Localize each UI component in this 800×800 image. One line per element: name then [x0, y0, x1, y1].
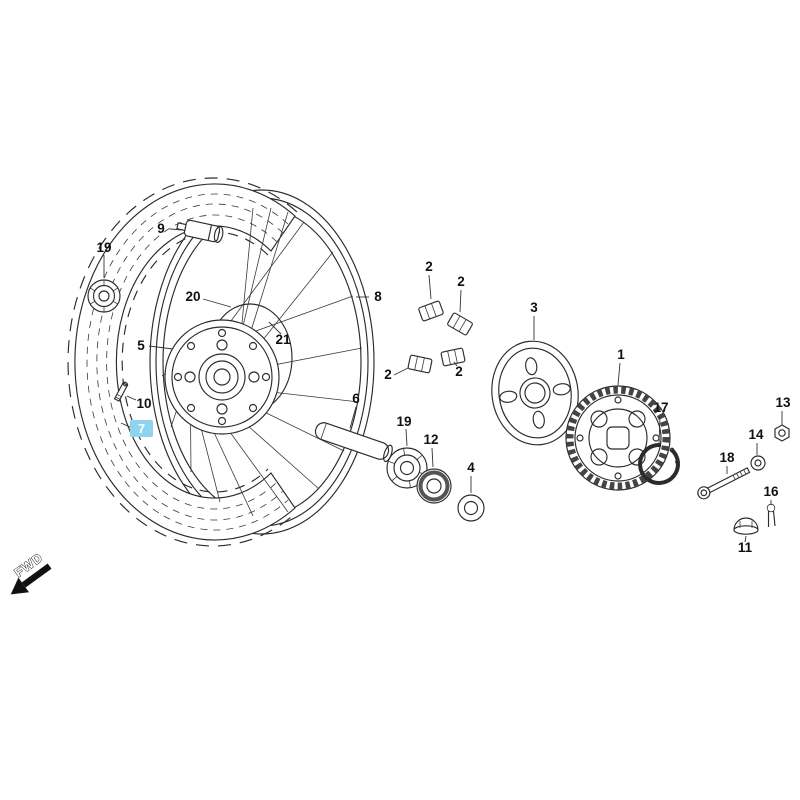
- fwd-direction-arrow: FWD: [10, 550, 52, 595]
- leader-lines: [103, 228, 783, 543]
- wheel-bearing-right-drawing: [386, 447, 428, 489]
- oil-seal-drawing: [416, 468, 452, 504]
- callout-2-b[interactable]: 2: [457, 274, 465, 289]
- balancer-weight-drawing: [407, 300, 473, 374]
- callout-14[interactable]: 14: [748, 427, 764, 442]
- callout-7-highlighted[interactable]: 7: [130, 420, 153, 437]
- nut-drawing: [774, 424, 790, 442]
- callout-21[interactable]: 21: [275, 332, 291, 347]
- tire-drawing: [67, 177, 298, 547]
- callout-19-right[interactable]: 19: [396, 414, 411, 429]
- callout-11[interactable]: 11: [738, 540, 753, 555]
- callout-4[interactable]: 4: [467, 460, 475, 475]
- callout-2-a[interactable]: 2: [425, 259, 433, 274]
- callout-9[interactable]: 9: [157, 221, 165, 236]
- callout-2-c[interactable]: 2: [384, 367, 392, 382]
- fwd-arrow-head-icon: [10, 577, 29, 595]
- callout-3[interactable]: 3: [530, 300, 538, 315]
- driven-sprocket-drawing: [565, 385, 671, 491]
- callout-2-d[interactable]: 2: [455, 364, 463, 379]
- callout-5[interactable]: 5: [137, 338, 145, 353]
- callout-13[interactable]: 13: [775, 395, 791, 410]
- washer-drawing: [750, 455, 766, 471]
- wheel-bearing-left-drawing: [87, 279, 121, 313]
- callout-7-highlight-chip[interactable]: [130, 420, 153, 437]
- callout-1[interactable]: 1: [617, 347, 625, 362]
- torque-link-bolt-drawing: [697, 467, 751, 500]
- callout-16[interactable]: 16: [763, 484, 779, 499]
- rim-lock-drawing: [176, 219, 224, 243]
- fwd-arrow-shaft: [21, 563, 52, 588]
- callout-19-left[interactable]: 19: [96, 240, 111, 255]
- sprocket-flange-drawing: [491, 340, 579, 446]
- callout-12[interactable]: 12: [423, 432, 438, 447]
- axle-cap-nut-drawing: [733, 517, 759, 535]
- side-collar-drawing: [457, 494, 485, 522]
- callout-8[interactable]: 8: [374, 289, 382, 304]
- callout-10[interactable]: 10: [136, 396, 151, 411]
- callout-6[interactable]: 6: [352, 391, 360, 406]
- screw-drawing: [113, 381, 129, 402]
- callout-20[interactable]: 20: [185, 289, 200, 304]
- callout-7-label[interactable]: 7: [138, 421, 145, 436]
- callout-17[interactable]: 17: [653, 400, 668, 415]
- axle-spacer-drawing: [314, 422, 393, 463]
- hub-brake-drum-drawing: [164, 303, 293, 435]
- callout-18[interactable]: 18: [719, 450, 735, 465]
- snap-ring-drawing: [638, 443, 680, 485]
- cotter-pin-drawing: [766, 503, 776, 527]
